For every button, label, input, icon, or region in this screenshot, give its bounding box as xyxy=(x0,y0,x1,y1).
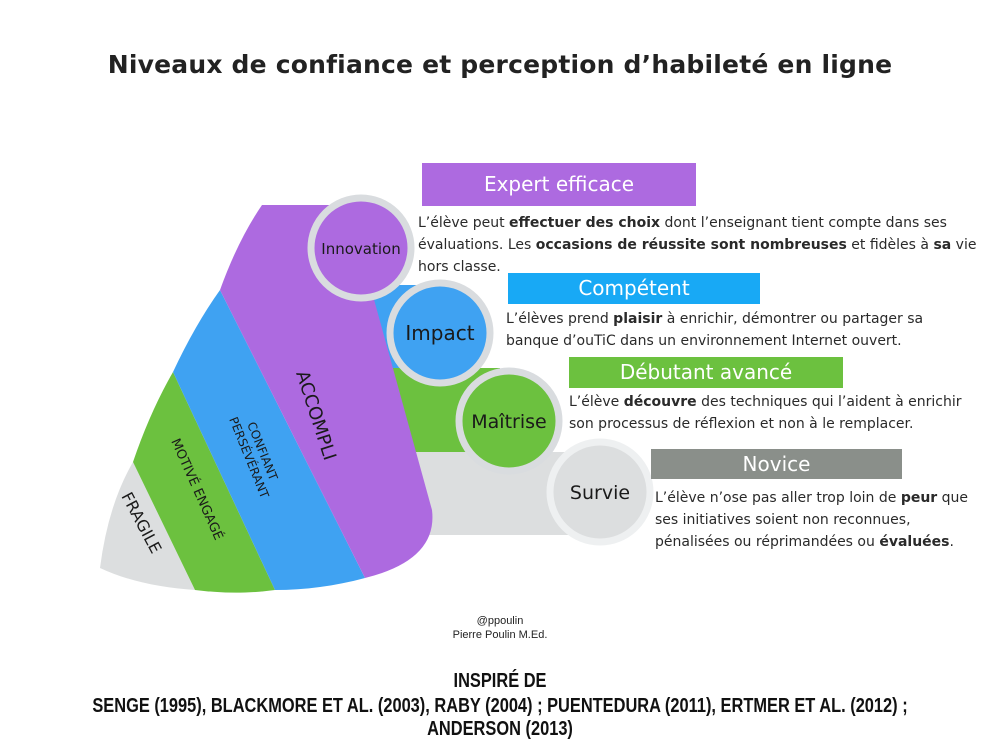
competent-description: L’élèves prend plaisir à enrichir, démon… xyxy=(506,308,951,352)
debutant-bold-1: découvre xyxy=(623,394,697,410)
novice-banner: Novice xyxy=(651,449,902,479)
expert-text-1: L’élève peut xyxy=(418,215,510,231)
novice-text-2: que ses initiatives soient non reconnues… xyxy=(655,490,969,550)
expert-text-4: vie hors classe. xyxy=(418,237,977,275)
survie-connector xyxy=(392,452,575,535)
survie-circle: Survie xyxy=(546,438,654,546)
novice-bold-2: évaluées xyxy=(879,534,950,550)
maitrise-label: Maîtrise xyxy=(471,411,546,433)
page-title: Niveaux de confiance et perception d’hab… xyxy=(107,50,893,79)
novice-text-3: . xyxy=(949,534,954,550)
debutant-text-2: des techniques qui l’aident à enrichir s… xyxy=(569,394,962,432)
author-credit: @ppoulin Pierre Poulin M.Ed. xyxy=(400,614,600,642)
expert-bold-2: occasions de réussite sont nombreuses xyxy=(535,237,847,253)
confiant-perseverant-band xyxy=(173,290,365,590)
motive-engage-band xyxy=(133,372,275,593)
expert-text-2: dont l’enseignant tient compte dans ses … xyxy=(418,215,947,253)
accompli-band xyxy=(220,205,433,578)
debutant-description: L’élève découvre des techniques qui l’ai… xyxy=(569,391,984,435)
expert-title: Expert efficace xyxy=(483,172,635,196)
fragile-band xyxy=(100,462,195,590)
competent-title: Compétent xyxy=(578,276,690,300)
debutant-title: Débutant avancé xyxy=(619,360,793,384)
innovation-circle: Innovation xyxy=(307,194,415,302)
expert-bold-1: effectuer des choix xyxy=(509,215,661,231)
inspired-heading: INSPIRÉ DE xyxy=(453,670,547,692)
survie-label: Survie xyxy=(570,482,630,504)
impact-label: Impact xyxy=(405,321,474,345)
author-name: Pierre Poulin M.Ed. xyxy=(452,629,548,641)
expert-bold-3: sa xyxy=(933,237,952,253)
expert-text-3: et fidèles à xyxy=(846,237,934,253)
debutant-text-1: L’élève xyxy=(569,394,624,410)
impact-circle: Impact xyxy=(386,279,494,387)
competent-bold-1: plaisir xyxy=(613,311,663,327)
competent-text-2: à enrichir, démontrer ou partager sa ban… xyxy=(506,311,924,349)
novice-text-1: L’élève n’ose pas aller trop loin de xyxy=(655,490,901,506)
debutant-banner: Débutant avancé xyxy=(569,357,843,388)
expert-description: L’élève peut effectuer des choix dont l’… xyxy=(418,212,978,278)
competent-text-1: L’élèves prend xyxy=(506,311,614,327)
innovation-label: Innovation xyxy=(321,240,400,258)
inspired-references: SENGE (1995), BLACKMORE ET AL. (2003), R… xyxy=(92,695,908,740)
competent-banner: Compétent xyxy=(508,273,760,304)
novice-bold-1: peur xyxy=(900,490,938,506)
author-handle: @ppoulin xyxy=(476,615,524,627)
novice-title: Novice xyxy=(742,452,811,476)
novice-description: L’élève n’ose pas aller trop loin de peu… xyxy=(655,487,985,553)
maitrise-circle: Maîtrise xyxy=(455,367,563,475)
expert-banner: Expert efficace xyxy=(422,163,696,206)
